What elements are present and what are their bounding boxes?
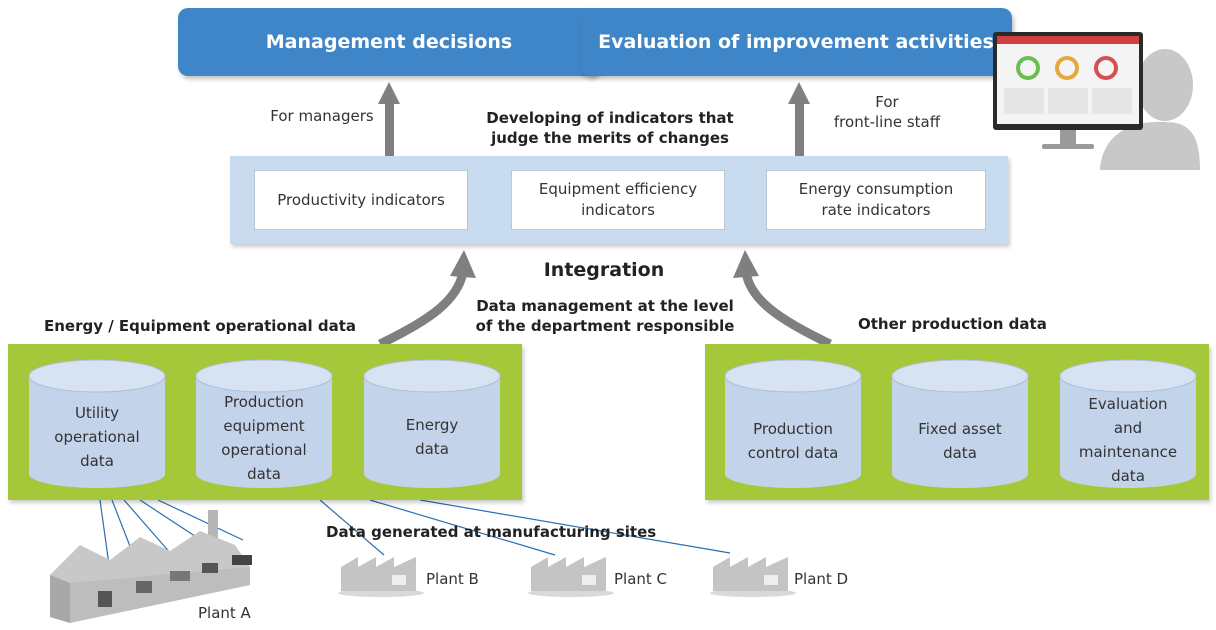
data-management-label: Data management at the level of the depa… [440,296,770,336]
indicators-heading-line1: Developing of indicators that [486,109,734,127]
arrow-right-integration [733,250,832,349]
arrow-left-integration [378,250,476,349]
arrow-to-evaluation [788,82,810,156]
energy-data-line1: Energy [405,416,459,434]
plant-b-label: Plant B [426,570,479,588]
plant-d-factory-icon [710,557,796,597]
evaluation-maintenance-line2: and [1113,419,1143,437]
for-managers-label: For managers [270,107,374,125]
plant-d-label: Plant D [794,570,849,588]
evaluation-activities-label: Evaluation of improvement activities [598,31,994,53]
equipment-efficiency-box: Equipment efficiency indicators [511,170,725,230]
evaluation-maintenance-line4: data [1111,467,1145,485]
utility-data-line3: data [80,452,114,470]
production-control-line2: control data [747,444,839,462]
production-equipment-line4: data [247,465,281,483]
energy-equipment-group-title: Energy / Equipment operational data [44,317,357,335]
indicators-heading-line2: judge the merits of changes [491,129,729,147]
fixed-asset-data-db: Fixed asset data [892,396,1028,486]
plant-b-factory-icon [338,557,424,597]
plant-c-label: Plant C [614,570,668,588]
for-frontline-line1: For [875,93,899,111]
production-control-data-db: Production control data [725,396,861,486]
data-management-line2: of the department responsible [475,317,735,335]
energy-data-db: Energy data [364,392,500,482]
other-production-group-title: Other production data [858,315,1047,333]
integration-label: Integration [543,259,665,281]
plant-c-factory-icon [528,557,614,597]
evaluation-maintenance-line3: maintenance [1078,443,1178,461]
management-decisions-label: Management decisions [265,31,513,53]
evaluation-maintenance-data-db: Evaluation and maintenance data [1060,392,1196,488]
data-management-line1: Data management at the level [476,297,734,315]
monitor-icon [993,32,1143,149]
indicators-heading: Developing of indicators that judge the … [440,108,780,148]
equipment-efficiency-line2: indicators [581,201,655,219]
monitor-user-illustration [993,32,1200,170]
plant-a-label: Plant A [198,604,251,622]
fixed-asset-line1: Fixed asset [918,420,1002,438]
production-control-line1: Production [753,420,833,438]
productivity-indicators-box: Productivity indicators [254,170,468,230]
evaluation-activities-box: Evaluation of improvement activities [580,8,1012,76]
production-equipment-line1: Production [224,393,304,411]
equipment-efficiency-line1: Equipment efficiency [538,180,698,198]
energy-consumption-box: Energy consumption rate indicators [766,170,986,230]
person-silhouette-icon [1100,49,1200,170]
for-frontline-label: For front-line staff [812,92,962,132]
plant-data-lines [99,499,731,573]
plant-a-factory-icon [50,510,252,623]
energy-data-line2: data [415,440,449,458]
production-equipment-line3: operational [221,441,307,459]
utility-data-line2: operational [54,428,140,446]
production-equipment-line2: equipment [223,417,305,435]
evaluation-maintenance-line1: Evaluation [1088,395,1168,413]
for-frontline-line2: front-line staff [833,113,941,131]
manufacturing-sites-label: Data generated at manufacturing sites [326,523,657,541]
utility-data-db: Utility operational data [29,392,165,482]
fixed-asset-line2: data [943,444,977,462]
energy-consumption-line2: rate indicators [821,201,931,219]
arrow-to-management [378,82,400,156]
production-equipment-data-db: Production equipment operational data [196,390,332,486]
energy-consumption-line1: Energy consumption [798,180,954,198]
productivity-indicators-label: Productivity indicators [277,190,445,209]
management-decisions-box: Management decisions [178,8,600,76]
utility-data-line1: Utility [74,404,120,422]
